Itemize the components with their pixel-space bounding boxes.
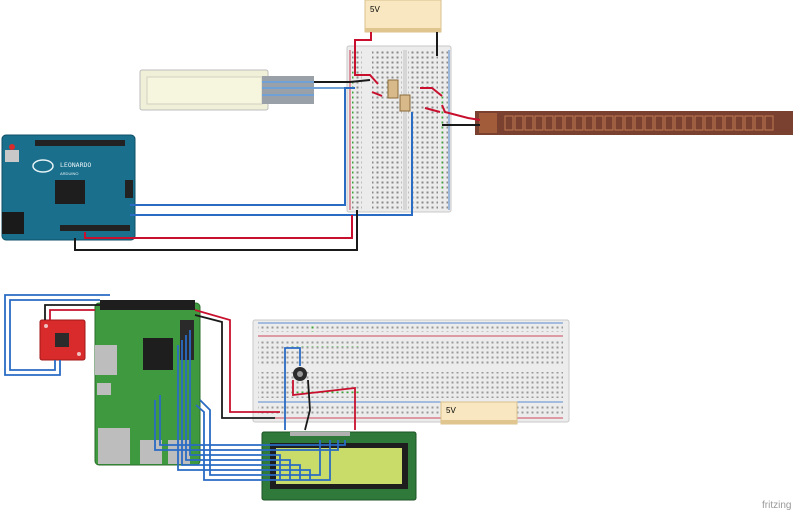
- wires-bottom: [4, 294, 356, 481]
- power-supply-top: 5V: [364, 0, 442, 33]
- supply-bottom-label: 5V: [446, 406, 456, 415]
- accelerometer-breakout: [39, 319, 86, 361]
- flex-sensor: [475, 111, 793, 135]
- breadboard-bottom: [252, 319, 570, 423]
- wires-top: [74, 32, 481, 251]
- raspberry-pi: [94, 300, 201, 466]
- power-supply-bottom: 5V: [440, 401, 518, 425]
- fritzing-watermark: fritzing: [762, 500, 791, 511]
- arduino-leonardo: LEONARDO ARDUINO: [1, 134, 136, 241]
- potentiometer: [293, 367, 307, 381]
- lcd-16x2: [261, 431, 417, 501]
- breadboard-top: [346, 45, 452, 213]
- arduino-brand-label: ARDUINO: [60, 171, 78, 176]
- supply-top-label: 5V: [370, 5, 380, 14]
- force-sensor: [139, 69, 314, 111]
- arduino-name-label: LEONARDO: [60, 161, 91, 169]
